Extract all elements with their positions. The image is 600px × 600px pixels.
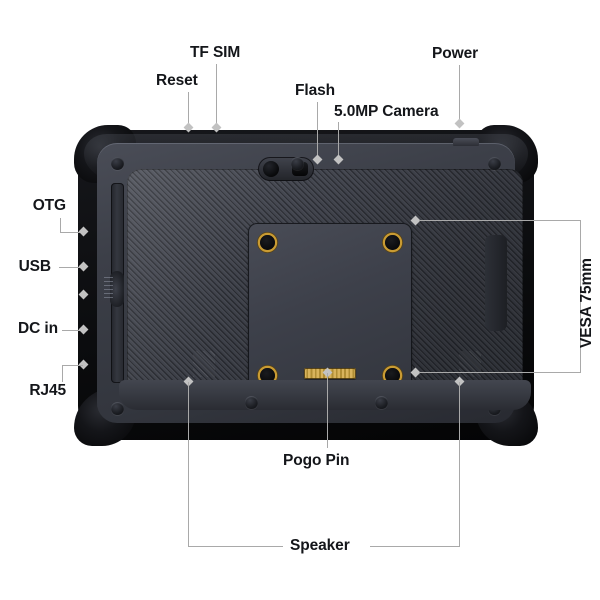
port-flap-grip-lines bbox=[104, 277, 113, 299]
port-flap-grip bbox=[110, 271, 124, 307]
leader-dc-in bbox=[62, 330, 83, 332]
vesa-screw-hole bbox=[385, 235, 400, 250]
leader-otg-horizontal bbox=[60, 232, 83, 234]
leader-power bbox=[459, 65, 461, 123]
leader-flash bbox=[317, 102, 319, 159]
chassis-screw bbox=[291, 157, 304, 170]
vesa-screw-hole bbox=[385, 368, 400, 383]
label-dc-in: DC in bbox=[18, 320, 58, 337]
chassis-screw bbox=[375, 396, 388, 409]
label-rj45: RJ45 bbox=[29, 382, 66, 399]
label-pogo-pin: Pogo Pin bbox=[283, 452, 350, 469]
speaker-grille bbox=[193, 351, 215, 377]
leader-rj45-vertical bbox=[62, 365, 64, 382]
leader-tf-sim bbox=[216, 64, 218, 127]
right-edge-recess bbox=[485, 235, 507, 331]
chassis-body bbox=[97, 138, 531, 423]
camera-lens bbox=[263, 161, 279, 177]
label-speaker: Speaker bbox=[290, 537, 350, 554]
rear-camera-module bbox=[258, 157, 314, 181]
leader-speaker-bar-left bbox=[188, 546, 283, 548]
tablet-illustration bbox=[74, 125, 538, 446]
label-tf-sim: TF SIM bbox=[190, 44, 241, 61]
chassis-screw bbox=[111, 157, 124, 170]
chassis-screw bbox=[111, 402, 124, 415]
label-usb: USB bbox=[18, 258, 52, 275]
leader-otg-vertical bbox=[60, 218, 62, 233]
leader-pogo-pin bbox=[327, 373, 329, 448]
label-flash: Flash bbox=[295, 82, 335, 99]
leader-speaker-bar-right bbox=[370, 546, 460, 548]
label-power: Power bbox=[432, 45, 479, 62]
leader-speaker-left bbox=[188, 382, 190, 547]
leader-reset bbox=[188, 92, 190, 127]
chassis-screw bbox=[488, 157, 501, 170]
chassis-screw bbox=[245, 396, 258, 409]
leader-rj45-horizontal bbox=[62, 365, 83, 367]
leader-vesa-top bbox=[419, 220, 581, 222]
label-vesa: VESA 75mm bbox=[578, 258, 595, 348]
label-camera: 5.0MP Camera bbox=[334, 103, 439, 120]
label-otg: OTG bbox=[32, 197, 66, 214]
leader-usb bbox=[59, 267, 83, 269]
bottom-edge-band bbox=[119, 380, 531, 410]
marker-power bbox=[454, 118, 465, 129]
vesa-screw-hole bbox=[260, 368, 275, 383]
label-reset: Reset bbox=[156, 72, 198, 89]
vesa-screw-hole bbox=[260, 235, 275, 250]
leader-vesa-bottom bbox=[419, 372, 581, 374]
leader-speaker-right bbox=[459, 382, 461, 547]
power-button[interactable] bbox=[453, 138, 479, 146]
leader-vesa-bracket bbox=[580, 220, 582, 373]
speaker-grille bbox=[459, 351, 481, 377]
leader-camera bbox=[338, 122, 340, 159]
